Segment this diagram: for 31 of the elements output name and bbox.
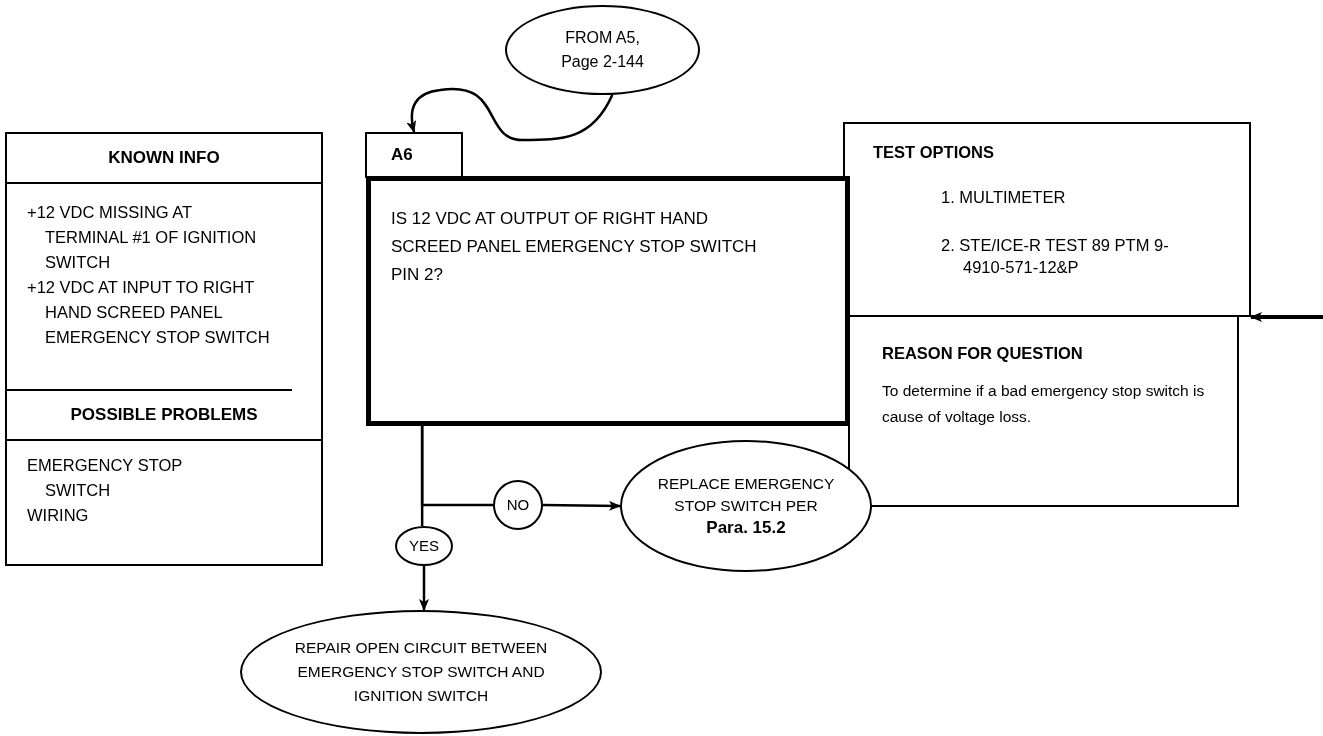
reason-text: To determine if a bad emergency stop switch is cause of voltage loss. <box>882 380 1206 427</box>
info-item: +12 VDC MISSING AT TERMINAL #1 OF IGNITION SWITCH <box>27 202 258 273</box>
question-box <box>366 176 850 426</box>
connector-line <box>420 426 424 526</box>
info-item: +12 VDC AT INPUT TO RIGHT HAND SCREED PANEL EMERGENCY STOP SWITCH <box>27 277 271 348</box>
arrow <box>419 566 429 611</box>
answer-label: YES <box>409 535 439 556</box>
arrow <box>543 500 621 511</box>
panel-heading: KNOWN INFO <box>108 147 220 170</box>
test-options-box <box>843 122 1251 317</box>
problem-item: WIRING <box>27 505 90 526</box>
action-text: REPLACE EMERGENCY STOP SWITCH PER <box>656 474 836 516</box>
reference-text: Para. 15.2 <box>706 517 786 539</box>
box-heading: REASON FOR QUESTION <box>882 343 1084 364</box>
answer-ellipse <box>395 526 453 566</box>
option-item: 2. STE/ICE-R TEST 89 PTM 9-4910-571-12&P <box>941 234 1170 278</box>
arrow <box>406 87 614 142</box>
answer-circle <box>493 480 543 530</box>
step-label: A6 <box>390 144 414 166</box>
option-item: 1. MULTIMETER <box>941 186 1067 208</box>
arrow <box>1250 312 1323 322</box>
box-heading: TEST OPTIONS <box>873 142 995 163</box>
problem-item: EMERGENCY STOP SWITCH <box>27 455 183 501</box>
reason-box <box>848 315 1239 507</box>
action-text: REPAIR OPEN CIRCUIT BETWEEN EMERGENCY STOP SWITCH AND IGNITION SWITCH <box>293 638 549 706</box>
connector-text: FROM A5, Page 2-144 <box>560 28 645 72</box>
step-tab <box>365 132 463 178</box>
info-panel <box>5 132 323 566</box>
question-text: IS 12 VDC AT OUTPUT OF RIGHT HAND SCREED PANEL EMERGENCY STOP SWITCH PIN 2? <box>390 208 758 286</box>
panel-heading: POSSIBLE PROBLEMS <box>70 404 258 427</box>
answer-label: NO <box>506 494 530 515</box>
